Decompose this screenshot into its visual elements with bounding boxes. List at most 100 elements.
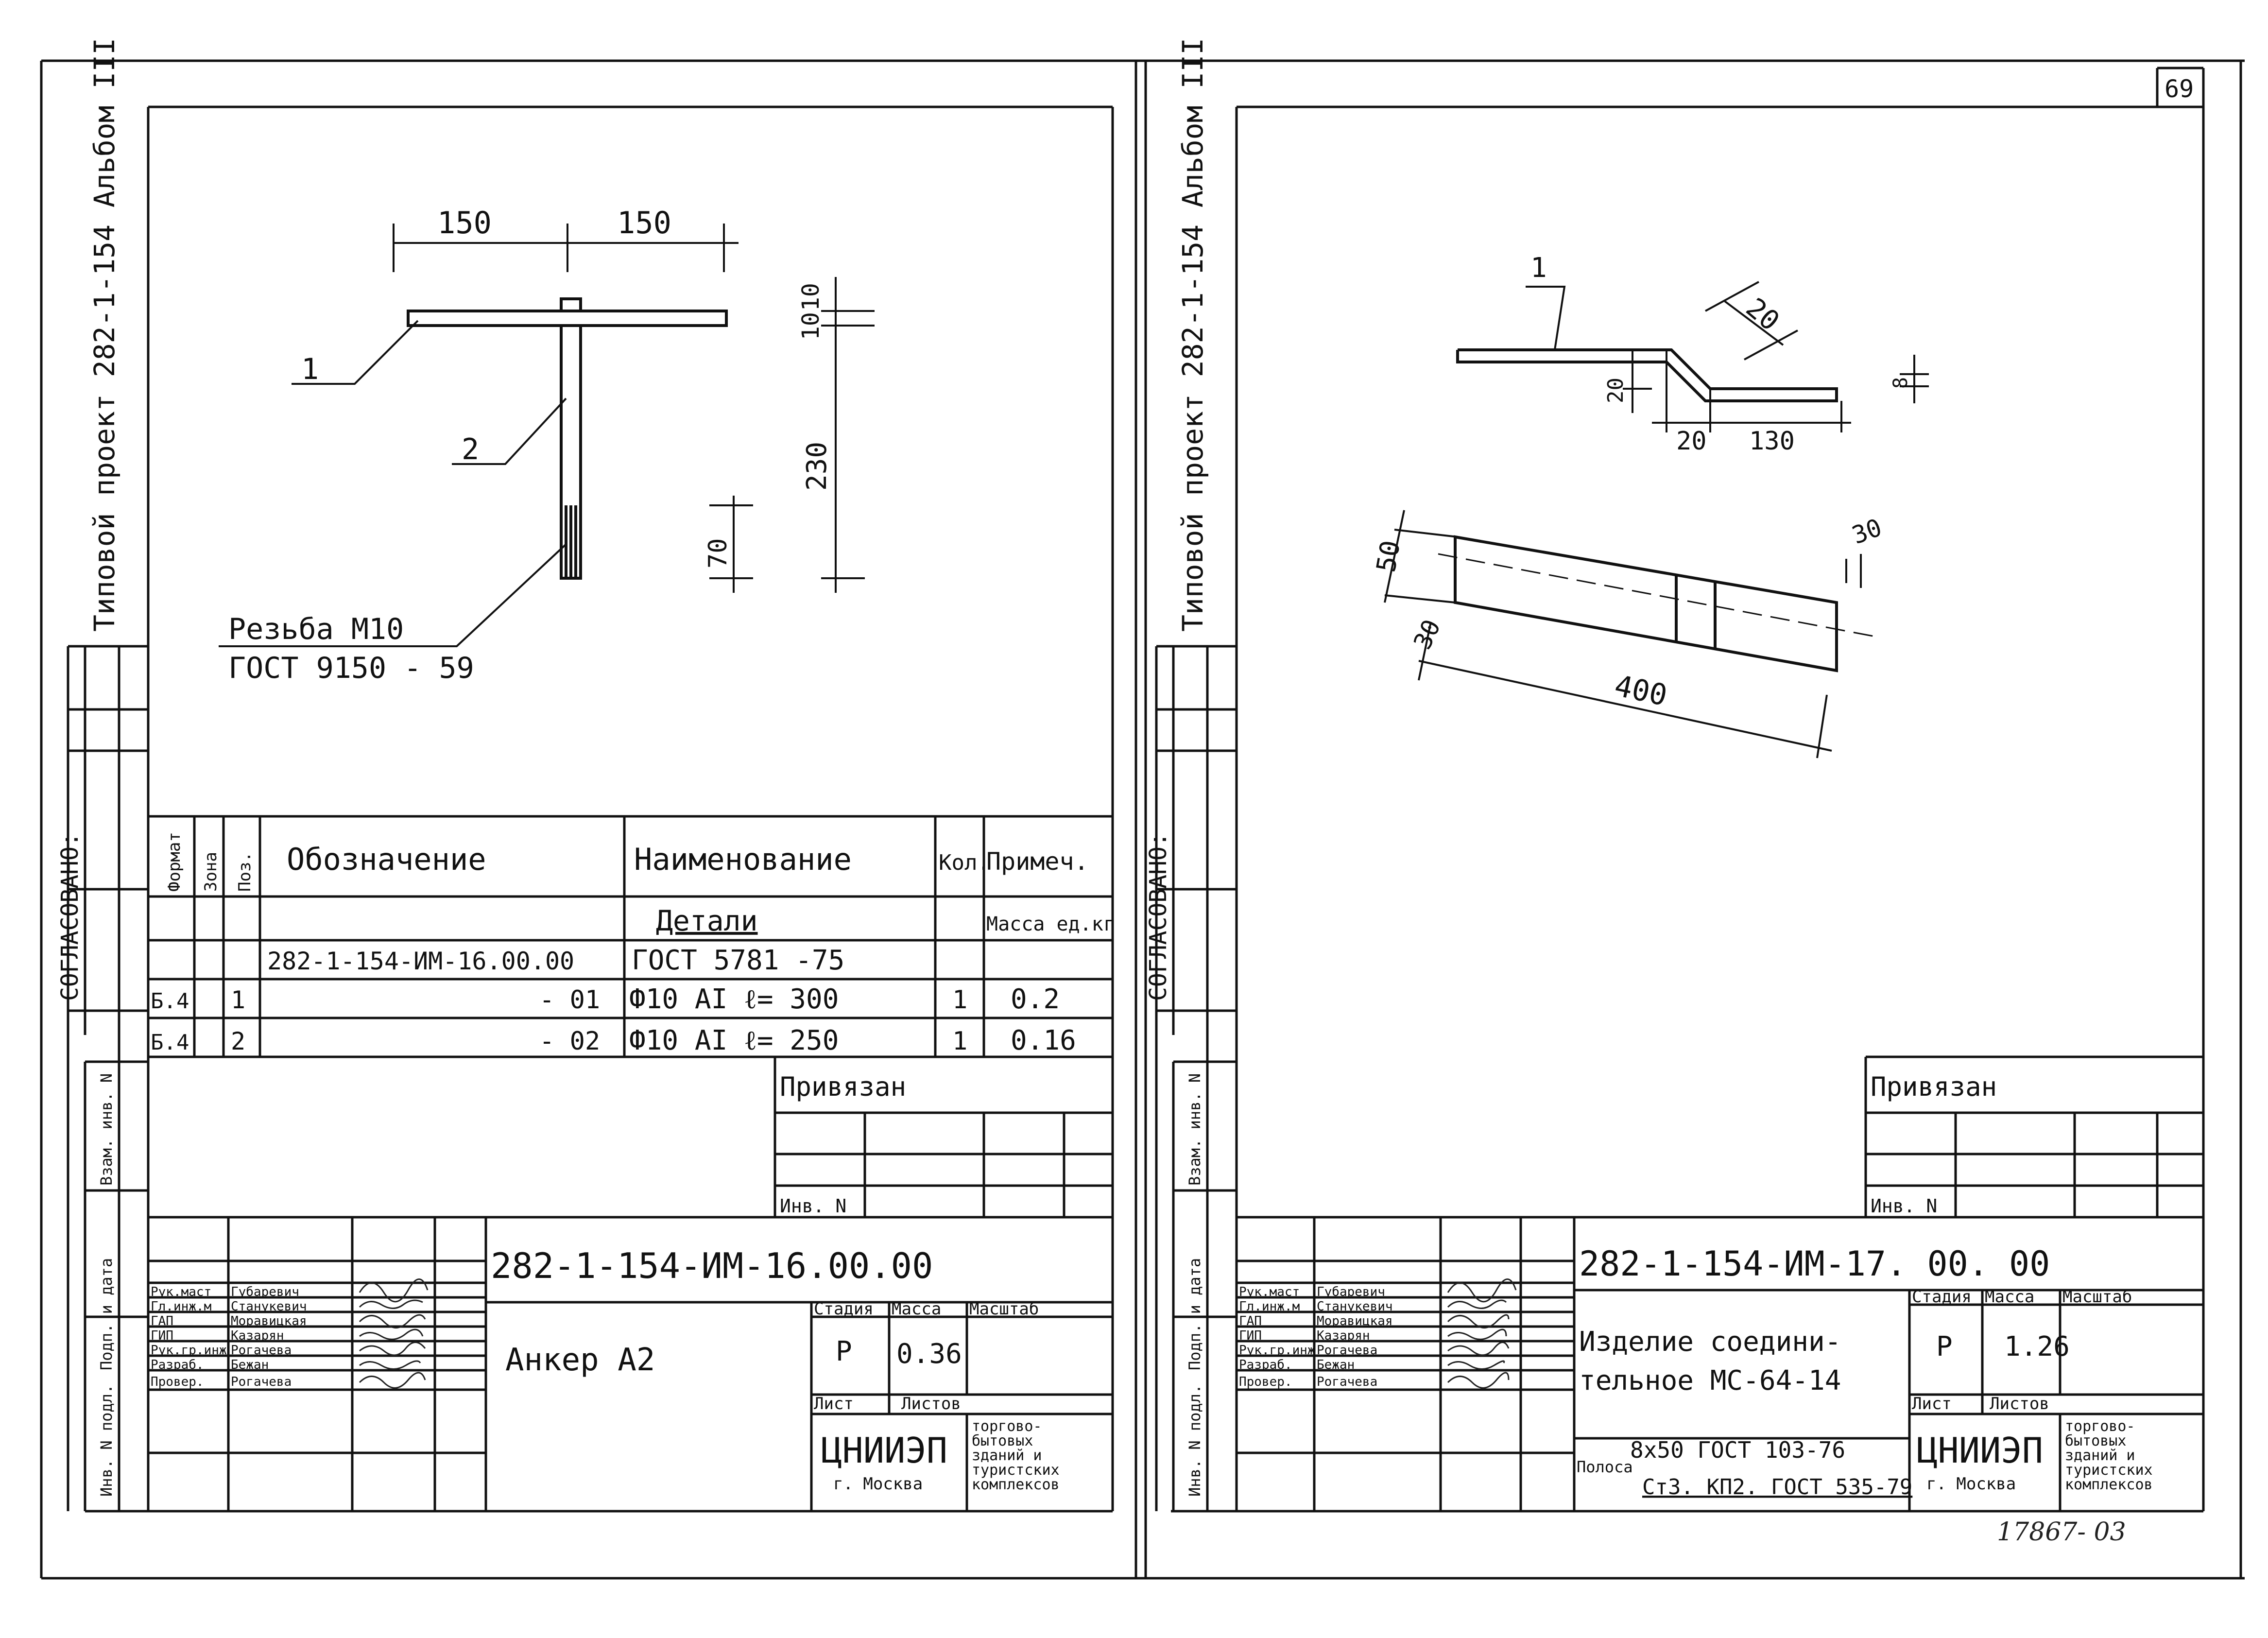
role-right-0: Рук.маст bbox=[1239, 1285, 1300, 1299]
signer-left-1: Станукевич bbox=[231, 1299, 307, 1314]
side-label-inv-left: Инв. N подл. bbox=[97, 1384, 116, 1497]
org-desc-left-1: бытовых bbox=[972, 1432, 1033, 1449]
spec-header-zone: Зона bbox=[201, 852, 221, 892]
side-label-repl-right: Взам. инв. N bbox=[1186, 1073, 1204, 1186]
dim-30-a: 30 bbox=[1848, 513, 1885, 550]
privyazan-left: Привязан bbox=[780, 1071, 906, 1102]
callout-2: 2 bbox=[462, 432, 479, 466]
sheet-label-left: Лист bbox=[814, 1394, 854, 1414]
signer-left-0: Губаревич bbox=[231, 1285, 299, 1299]
side-label-sign-right: Подп. и дата bbox=[1186, 1258, 1204, 1370]
role-right-5: Разраб. bbox=[1239, 1358, 1292, 1372]
material-prefix: Полоса bbox=[1577, 1458, 1633, 1476]
signer-left-4: Рогачева bbox=[231, 1343, 292, 1358]
dim-400: 400 bbox=[1612, 669, 1670, 713]
callout-1: 1 bbox=[301, 352, 319, 386]
signer-left-5: Бежан bbox=[231, 1358, 269, 1372]
role-right-4: Рук.гр.инж bbox=[1239, 1343, 1315, 1358]
role-right-2: ГАП bbox=[1239, 1314, 1262, 1328]
org-desc-left-2: зданий и bbox=[972, 1447, 1042, 1464]
org-desc-left-3: туристских bbox=[972, 1462, 1060, 1479]
sheets-label-right: Листов bbox=[1990, 1394, 2049, 1414]
dim-30-b: 30 bbox=[1408, 615, 1446, 654]
signer-right-3: Казарян bbox=[1317, 1328, 1370, 1343]
spec-row-2-format: Б.4 bbox=[151, 1030, 189, 1055]
role-left-5: Разраб. bbox=[151, 1358, 204, 1372]
dim-70: 70 bbox=[704, 538, 733, 569]
signer-right-4: Рогачева bbox=[1317, 1343, 1377, 1358]
org-desc-right-4: комплексов bbox=[2065, 1476, 2153, 1493]
role-left-6: Провер. bbox=[151, 1375, 204, 1389]
spec-row-1-designation: - 01 bbox=[539, 985, 600, 1015]
agreed-label-right: СОГЛАСОВАНО: bbox=[1145, 832, 1172, 1001]
mass-label-right: Масса bbox=[1985, 1287, 2034, 1307]
album-title-right: Типовой проект 282-1-154 Альбом III bbox=[1176, 38, 1209, 632]
org-desc-right-2: зданий и bbox=[2065, 1447, 2135, 1464]
org-desc-left-4: комплексов bbox=[972, 1476, 1060, 1493]
spec-row-1-name: Ф10 АI ℓ= 300 bbox=[629, 983, 839, 1015]
signer-left-6: Рогачева bbox=[231, 1375, 292, 1389]
role-right-3: ГИП bbox=[1239, 1328, 1262, 1343]
signer-right-6: Рогачева bbox=[1317, 1375, 1377, 1389]
spec-row-1-note: 0.2 bbox=[1011, 983, 1060, 1015]
material-line-1: 8x50 ГОСТ 103-76 bbox=[1630, 1437, 1845, 1463]
spec-row-1-format: Б.4 bbox=[151, 989, 189, 1014]
spec-header-note: Примеч. bbox=[986, 847, 1089, 876]
right-callout-1: 1 bbox=[1530, 252, 1547, 284]
role-right-6: Провер. bbox=[1239, 1375, 1292, 1389]
spec-section-title: Детали bbox=[656, 904, 758, 937]
dim-10-b: 10 bbox=[797, 283, 825, 311]
dim-130: 130 bbox=[1749, 427, 1795, 456]
signer-right-2: Моравицкая bbox=[1317, 1314, 1393, 1328]
role-left-3: ГИП bbox=[151, 1328, 173, 1343]
org-left: ЦНИИЭП bbox=[821, 1430, 947, 1471]
dim-50: 50 bbox=[1371, 538, 1406, 574]
org-desc-right-1: бытовых bbox=[2065, 1432, 2126, 1449]
stage-value-left: Р bbox=[836, 1336, 852, 1367]
mass-label-left: Масса bbox=[892, 1299, 941, 1319]
org-desc-left-0: торгово- bbox=[972, 1418, 1042, 1435]
spec-row-2-qty: 1 bbox=[952, 1027, 967, 1056]
role-right-1: Гл.инж.м bbox=[1239, 1299, 1300, 1314]
spec-mass-label: Масса ед.кг bbox=[986, 913, 1115, 935]
signer-left-2: Моравицкая bbox=[231, 1314, 307, 1328]
side-label-repl-left: Взам. инв. N bbox=[97, 1073, 116, 1186]
org-right: ЦНИИЭП bbox=[1917, 1430, 2043, 1471]
scale-label-right: Масштаб bbox=[2062, 1287, 2132, 1307]
agreed-label-left: СОГЛАСОВАНО: bbox=[56, 832, 84, 1001]
page-number: 69 bbox=[2165, 75, 2194, 103]
thread-note-2: ГОСТ 9150 - 59 bbox=[228, 651, 474, 685]
spec-header-designation: Обозначение bbox=[287, 842, 486, 877]
stage-label-right: Стадия bbox=[1912, 1287, 1972, 1307]
spec-row-2-pos: 2 bbox=[231, 1027, 245, 1055]
dim-10-a: 10 bbox=[797, 312, 825, 340]
spec-header-format: Формат bbox=[165, 832, 184, 892]
inv-no-right: Инв. N bbox=[1871, 1195, 1937, 1217]
dim-20-slope: 20 bbox=[1740, 292, 1785, 337]
footer-code: 17867- 03 bbox=[1997, 1517, 2126, 1547]
dim-230: 230 bbox=[801, 442, 833, 491]
spec-header-pos: Поз. bbox=[235, 852, 255, 892]
spec-row-2-name: Ф10 АI ℓ= 250 bbox=[629, 1025, 839, 1056]
dim-8: 8 bbox=[1890, 377, 1912, 389]
spec-row-0-designation: 282-1-154-ИМ-16.00.00 bbox=[267, 947, 574, 975]
doc-code-left: 282-1-154-ИМ-16.00.00 bbox=[491, 1245, 933, 1286]
role-left-0: Рук.маст bbox=[151, 1285, 211, 1299]
signer-right-1: Станукевич bbox=[1317, 1299, 1393, 1314]
inv-no-left: Инв. N bbox=[780, 1195, 846, 1217]
role-left-1: Гл.инж.м bbox=[151, 1299, 211, 1314]
org-desc-right-0: торгово- bbox=[2065, 1418, 2135, 1435]
signatures-right bbox=[1447, 1278, 1517, 1389]
city-left: г. Москва bbox=[833, 1474, 923, 1494]
stage-label-left: Стадия bbox=[814, 1299, 874, 1319]
sheet-label-right: Лист bbox=[1912, 1394, 1952, 1414]
signatures-left bbox=[359, 1278, 429, 1389]
dim-150-right: 150 bbox=[617, 205, 671, 241]
spec-header-qty: Кол. bbox=[939, 850, 990, 875]
item-name-right-2: тельное МС-64-14 bbox=[1579, 1365, 1841, 1397]
spec-row-2-note: 0.16 bbox=[1011, 1025, 1076, 1056]
org-desc-right-3: туристских bbox=[2065, 1462, 2153, 1479]
city-right: г. Москва bbox=[1926, 1474, 2016, 1494]
dim-20-vertical: 20 bbox=[1603, 378, 1628, 403]
